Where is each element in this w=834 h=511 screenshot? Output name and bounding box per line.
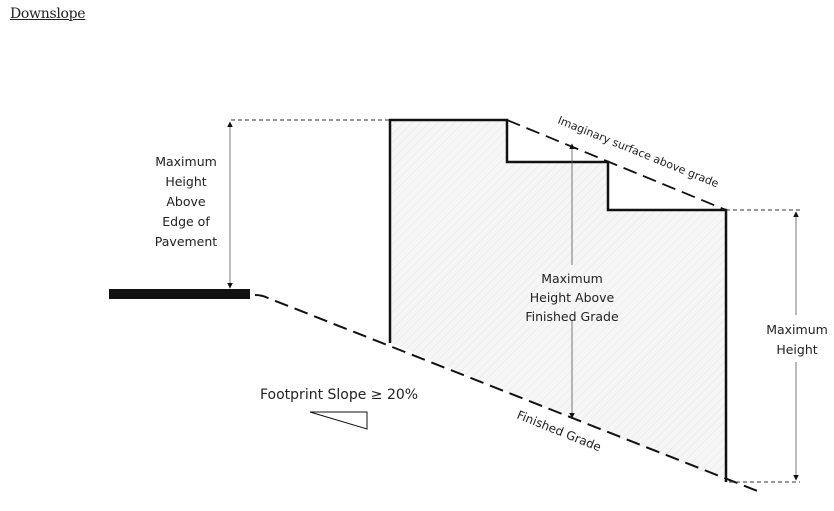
label-line: Height [165, 174, 206, 189]
label-maximum-height: Maximum Height [766, 322, 828, 357]
label-max-height-above-pavement: Maximum Height Above Edge of Pavement [155, 154, 218, 249]
section-heading: Downslope [10, 6, 86, 22]
label-line: Pavement [155, 234, 218, 249]
label-line: Maximum [766, 322, 828, 337]
imaginary-surface-line [506, 119, 727, 211]
label-line: Above [166, 194, 206, 209]
edge-of-pavement [109, 289, 250, 299]
label-line: Height [776, 342, 817, 357]
label-line: Edge of [162, 214, 210, 229]
label-line: Maximum [541, 271, 603, 286]
label-line: Finished Grade [525, 309, 619, 324]
label-line: Maximum [155, 154, 217, 169]
label-footprint-slope: Footprint Slope ≥ 20% [260, 387, 418, 403]
label-line: Height Above [530, 290, 615, 305]
slope-triangle-icon [309, 411, 368, 430]
finished-grade-line [254, 294, 761, 493]
building-outline [388, 118, 728, 482]
label-max-height-above-finished-grade: Maximum Height Above Finished Grade [525, 271, 619, 324]
